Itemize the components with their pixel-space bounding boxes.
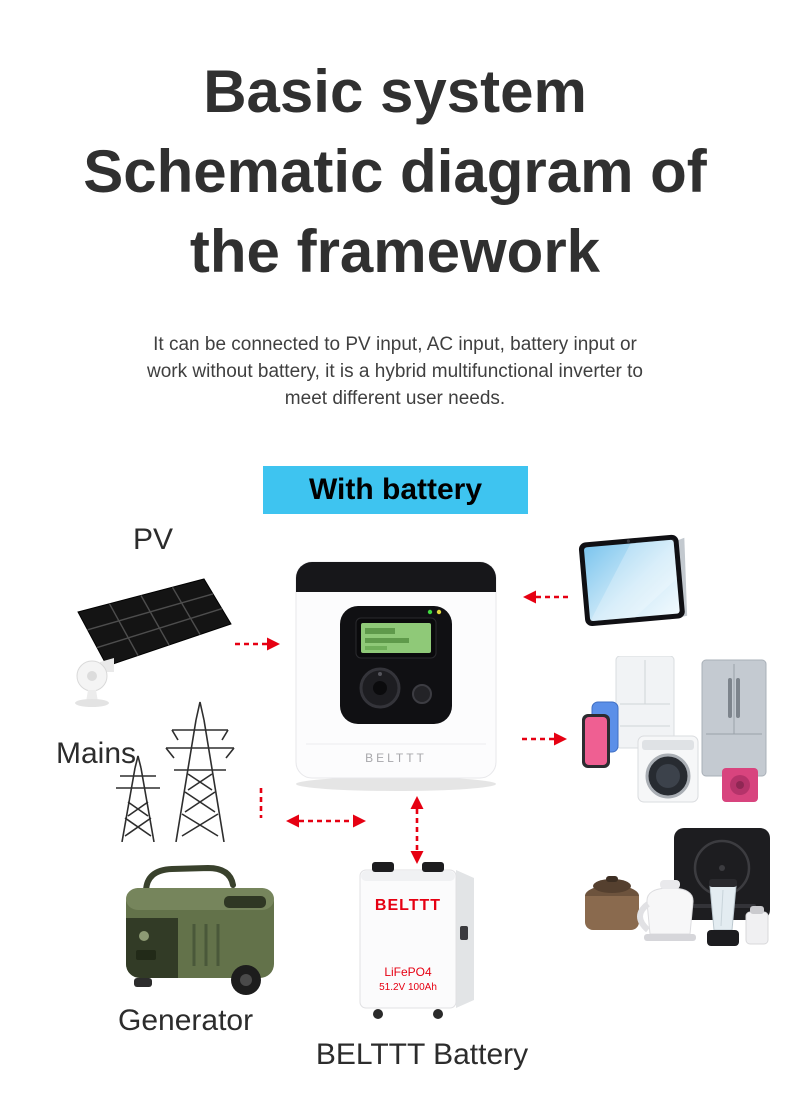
induction-panel-icon (674, 828, 770, 920)
belttt-battery-label: BELTTT Battery (315, 1038, 529, 1071)
mains-label: Mains (56, 737, 137, 770)
inverter-power-button (412, 684, 432, 704)
title-line-2: Schematic diagram of (83, 138, 707, 205)
generator-label: Generator (118, 1004, 254, 1037)
home-appliances-illustration (582, 656, 774, 806)
subtitle-line-1: It can be connected to PV input, AC inpu… (153, 334, 637, 355)
title-line-3: the framework (189, 218, 601, 285)
battery-brand-text: BELTTT (375, 897, 441, 914)
battery-handle-icon (372, 862, 394, 872)
title-line-1: Basic system (203, 58, 587, 125)
arrow-mains-inverter-bidirectional (286, 812, 366, 830)
battery-type-text: LiFePO4 (384, 965, 432, 979)
arrow-mains-vertical-segment (252, 786, 270, 820)
arrow-pv-to-inverter (233, 635, 281, 653)
subtitle-line-2: work without battery, it is a hybrid mul… (147, 361, 643, 382)
solar-panel-illustration (52, 572, 237, 707)
generator-illustration (120, 858, 280, 1003)
page-subtitle: It can be connected to PV input, AC inpu… (0, 331, 790, 412)
tablet-illustration (576, 522, 698, 642)
pv-label: PV (133, 523, 174, 556)
subtitle-line-3: meet different user needs. (284, 388, 506, 409)
battery-spec-text: 51.2V 100Ah (379, 982, 437, 993)
power-towers-illustration (112, 690, 252, 842)
jar-icon (745, 911, 769, 945)
arrow-inverter-to-tablet (522, 588, 570, 606)
with-battery-badge: With battery (263, 466, 528, 514)
with-battery-badge-label: With battery (308, 473, 483, 506)
battery-illustration: BELTTT LiFePO4 51.2V 100Ah (352, 860, 482, 1022)
battery-handle-icon (422, 862, 444, 872)
inverter-brand-text: BELTTT (365, 751, 427, 765)
arrow-inverter-to-appliances (520, 730, 568, 748)
kitchen-appliances-illustration (582, 826, 774, 956)
page-title: Basic system Schematic diagram of the fr… (0, 52, 790, 292)
arrow-inverter-battery-bidirectional (408, 795, 426, 865)
kettle-icon (646, 887, 694, 935)
inverter-illustration: BELTTT (280, 558, 512, 792)
